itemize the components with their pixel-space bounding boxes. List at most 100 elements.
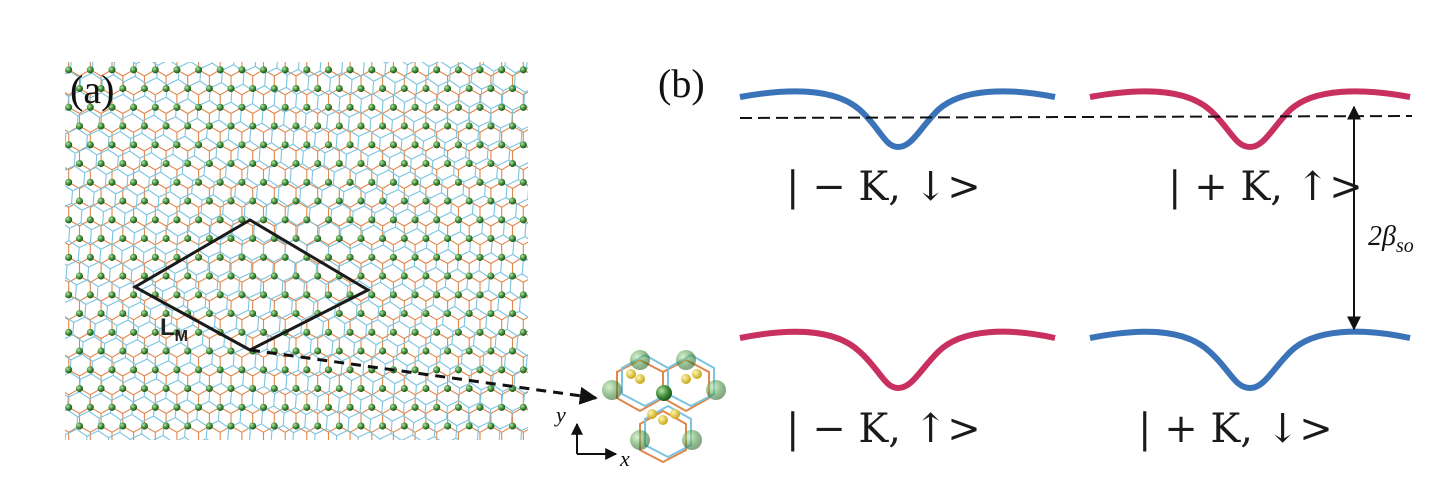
lattice-atom [216, 141, 224, 149]
lattice-atom [531, 423, 538, 430]
lattice-atom [390, 66, 397, 74]
lattice-atom [227, 235, 235, 242]
lattice-atom [260, 29, 267, 36]
lattice-atom [33, 160, 40, 167]
lattice-atom [174, 29, 181, 36]
lattice-atom [422, 160, 430, 167]
lattice-atom [519, 141, 527, 149]
lattice-atom [281, 366, 289, 374]
lattice-atom [325, 291, 332, 299]
lattice-atom [271, 10, 278, 17]
lattice-atom [509, 122, 516, 130]
lattice-atom [65, 328, 73, 336]
lattice-atom [552, 235, 559, 242]
lattice-atom [531, 460, 538, 467]
lattice-atom [325, 403, 332, 411]
lattice-atom [314, 48, 321, 55]
lattice-atom [444, 460, 451, 467]
lattice-atom [22, 104, 29, 111]
lattice-atom [498, 253, 506, 261]
lattice-atom [314, 385, 322, 392]
lattice-atom [542, 291, 549, 298]
lattice-atom [520, 29, 527, 36]
lattice-atom [390, 291, 397, 299]
lattice-atom [531, 348, 538, 355]
lattice-atom [531, 423, 538, 430]
lattice-atom [260, 403, 267, 411]
lattice-atom [260, 66, 267, 74]
lattice-atom [108, 66, 116, 74]
panel-b-label: (b) [658, 61, 705, 106]
lattice-atom [498, 141, 506, 149]
lattice-atom [411, 253, 419, 261]
lattice-atom [465, 422, 473, 430]
lattice-atom [33, 198, 40, 205]
lattice-atom [33, 85, 40, 92]
lattice-atom [227, 385, 235, 392]
lattice-atom [455, 216, 462, 224]
lattice-atom [238, 178, 246, 186]
lattice-atom [509, 272, 516, 280]
lattice-atom [542, 66, 549, 73]
lattice-atom [400, 235, 408, 242]
lattice-atom [44, 66, 51, 73]
lattice-atom [411, 216, 419, 224]
lattice-atom [33, 423, 40, 430]
lattice-atom [44, 254, 51, 261]
lattice-atom [346, 216, 354, 224]
lattice-atom [488, 48, 495, 55]
lattice-atom [476, 141, 484, 149]
lattice-atom [162, 160, 170, 167]
lattice-atom [531, 423, 538, 430]
lattice-atom [76, 48, 83, 55]
lattice-atom [141, 460, 148, 467]
lattice-atom [54, 273, 61, 280]
lattice-atom [130, 403, 138, 411]
lattice-atom [238, 291, 246, 299]
lattice-atom [498, 29, 505, 36]
lattice-atom [195, 216, 203, 224]
lattice-atom [433, 366, 441, 374]
lattice-atom [357, 85, 365, 92]
lattice-atom [184, 272, 192, 280]
lattice-atom [54, 273, 61, 280]
lattice-atom [152, 441, 159, 448]
lattice-atom [109, 441, 116, 448]
band-bottom-right [1089, 328, 1411, 392]
lattice-atom [552, 310, 559, 317]
lattice-atom [44, 329, 51, 336]
lattice-atom [174, 441, 181, 448]
lattice-atom [98, 48, 105, 55]
lattice-atom [465, 272, 473, 280]
lattice-atom [488, 460, 495, 467]
lattice-atom [22, 179, 29, 186]
lattice-atom [54, 48, 61, 55]
lattice-atom [195, 253, 203, 261]
lattice-atom [487, 160, 495, 167]
lattice-atom [325, 29, 332, 36]
lattice-atom [33, 235, 40, 242]
lattice-atom [347, 441, 354, 448]
lattice-atom [303, 441, 310, 448]
lattice-atom [238, 403, 246, 411]
lattice-atom [238, 328, 246, 336]
lattice-atom [76, 422, 83, 430]
lattice-atom [54, 235, 61, 242]
lattice-atom [249, 460, 256, 467]
lattice-atom [162, 235, 170, 242]
lattice-atom [33, 385, 40, 392]
lattice-atom [33, 460, 40, 467]
lattice-atom [206, 48, 213, 55]
lattice-atom [44, 366, 51, 373]
lattice-atom [346, 291, 354, 299]
lattice-atom [542, 216, 549, 223]
lattice-atom [33, 235, 40, 242]
lattice-atom [455, 253, 462, 261]
lattice-atom [11, 310, 18, 317]
lattice-atom [519, 328, 527, 336]
lattice-atom [65, 441, 72, 448]
lattice-atom [260, 441, 267, 448]
lattice-atom [54, 85, 61, 92]
lattice-atom [141, 48, 148, 55]
lattice-atom [97, 272, 105, 280]
